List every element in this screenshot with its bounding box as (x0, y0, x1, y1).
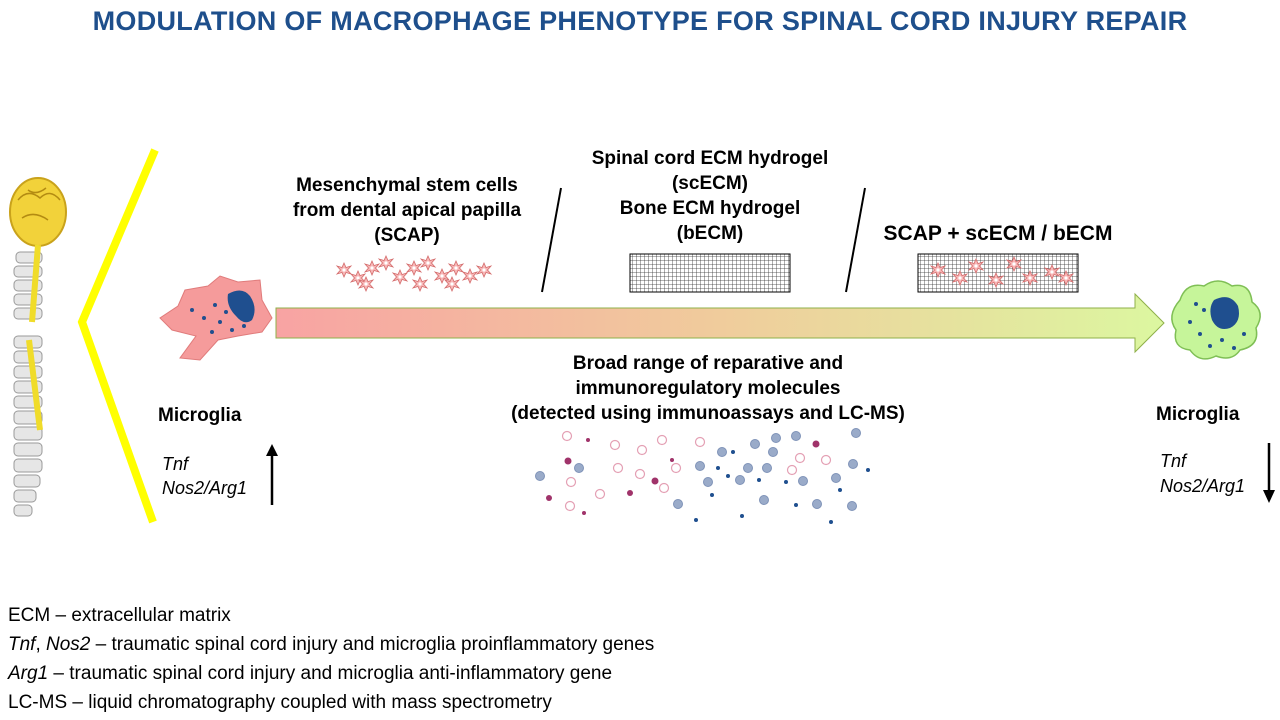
divider-1 (541, 187, 562, 293)
divider-2 (845, 187, 866, 293)
legend-ecm-desc: – extracellular matrix (50, 605, 231, 626)
arrow-down-icon (1263, 443, 1275, 503)
legend-tnf-term: Tnf (8, 634, 36, 655)
combo-label: SCAP + scECM / bECM (883, 222, 1113, 245)
microglia-left-icon (159, 275, 273, 361)
legend-arg1-desc: – traumatic spinal cord injury and micro… (48, 663, 613, 684)
molecules-label: Broad range of reparative and immunoregu… (470, 351, 946, 426)
legend-nos2-term: Nos2 (46, 634, 91, 655)
molecules-line-2: immunoregulatory molecules (575, 378, 841, 399)
stem-cells-icon (336, 255, 492, 292)
hydrogel-mesh-icon (629, 253, 791, 293)
yellow-bracket (77, 148, 159, 524)
legend-sep: , (35, 634, 47, 655)
molecules-line-1: Broad range of reparative and (572, 353, 844, 374)
legend-ecm-term: ECM (8, 605, 51, 626)
hydrogel-line-4: (bECM) (676, 223, 744, 244)
scap-label: Mesenchymal stem cells from dental apica… (262, 173, 552, 248)
hydrogel-line-2: (scECM) (671, 173, 748, 194)
legend-arg1-term: Arg1 (8, 663, 49, 684)
scap-line-1: Mesenchymal stem cells (296, 175, 518, 196)
legend-tnf-desc: – traumatic spinal cord injury and micro… (90, 634, 655, 655)
hydrogel-line-1: Spinal cord ECM hydrogel (591, 148, 829, 169)
right-gene-tnf: Tnf (1160, 451, 1187, 471)
microglia-left-label: Microglia (158, 405, 242, 426)
left-gene-tnf: Tnf (162, 454, 189, 474)
hydrogel-label: Spinal cord ECM hydrogel (scECM) Bone EC… (560, 146, 860, 246)
molecules-dots-icon (535, 428, 870, 524)
legend-ecm: ECM – extracellular matrix (8, 601, 231, 630)
legend-arg1: Arg1 – traumatic spinal cord injury and … (8, 659, 612, 688)
spinal-cord-icon (9, 177, 67, 517)
transition-arrow (275, 292, 1165, 354)
hydrogel-line-3: Bone ECM hydrogel (619, 198, 801, 219)
legend-lcms-desc: – liquid chromatography coupled with mas… (67, 692, 552, 713)
legend-lcms-term: LC-MS (8, 692, 68, 713)
cells-in-hydrogel-icon (917, 253, 1079, 293)
arrow-up-icon (266, 444, 278, 505)
right-gene-nos2-arg1: Nos2/Arg1 (1160, 476, 1246, 496)
scap-line-3: (SCAP) (374, 225, 440, 246)
microglia-right-icon (1171, 280, 1261, 360)
microglia-right-label: Microglia (1156, 404, 1240, 425)
page-title: MODULATION OF MACROPHAGE PHENOTYPE FOR S… (92, 6, 1188, 36)
left-gene-nos2-arg1: Nos2/Arg1 (162, 478, 248, 498)
legend-lcms: LC-MS – liquid chromatography coupled wi… (8, 688, 552, 717)
scap-line-2: from dental apical papilla (292, 200, 522, 221)
molecules-line-3: (detected using immunoassays and LC-MS) (511, 403, 905, 424)
legend-tnf-nos2: Tnf, Nos2 – traumatic spinal cord injury… (8, 630, 654, 659)
